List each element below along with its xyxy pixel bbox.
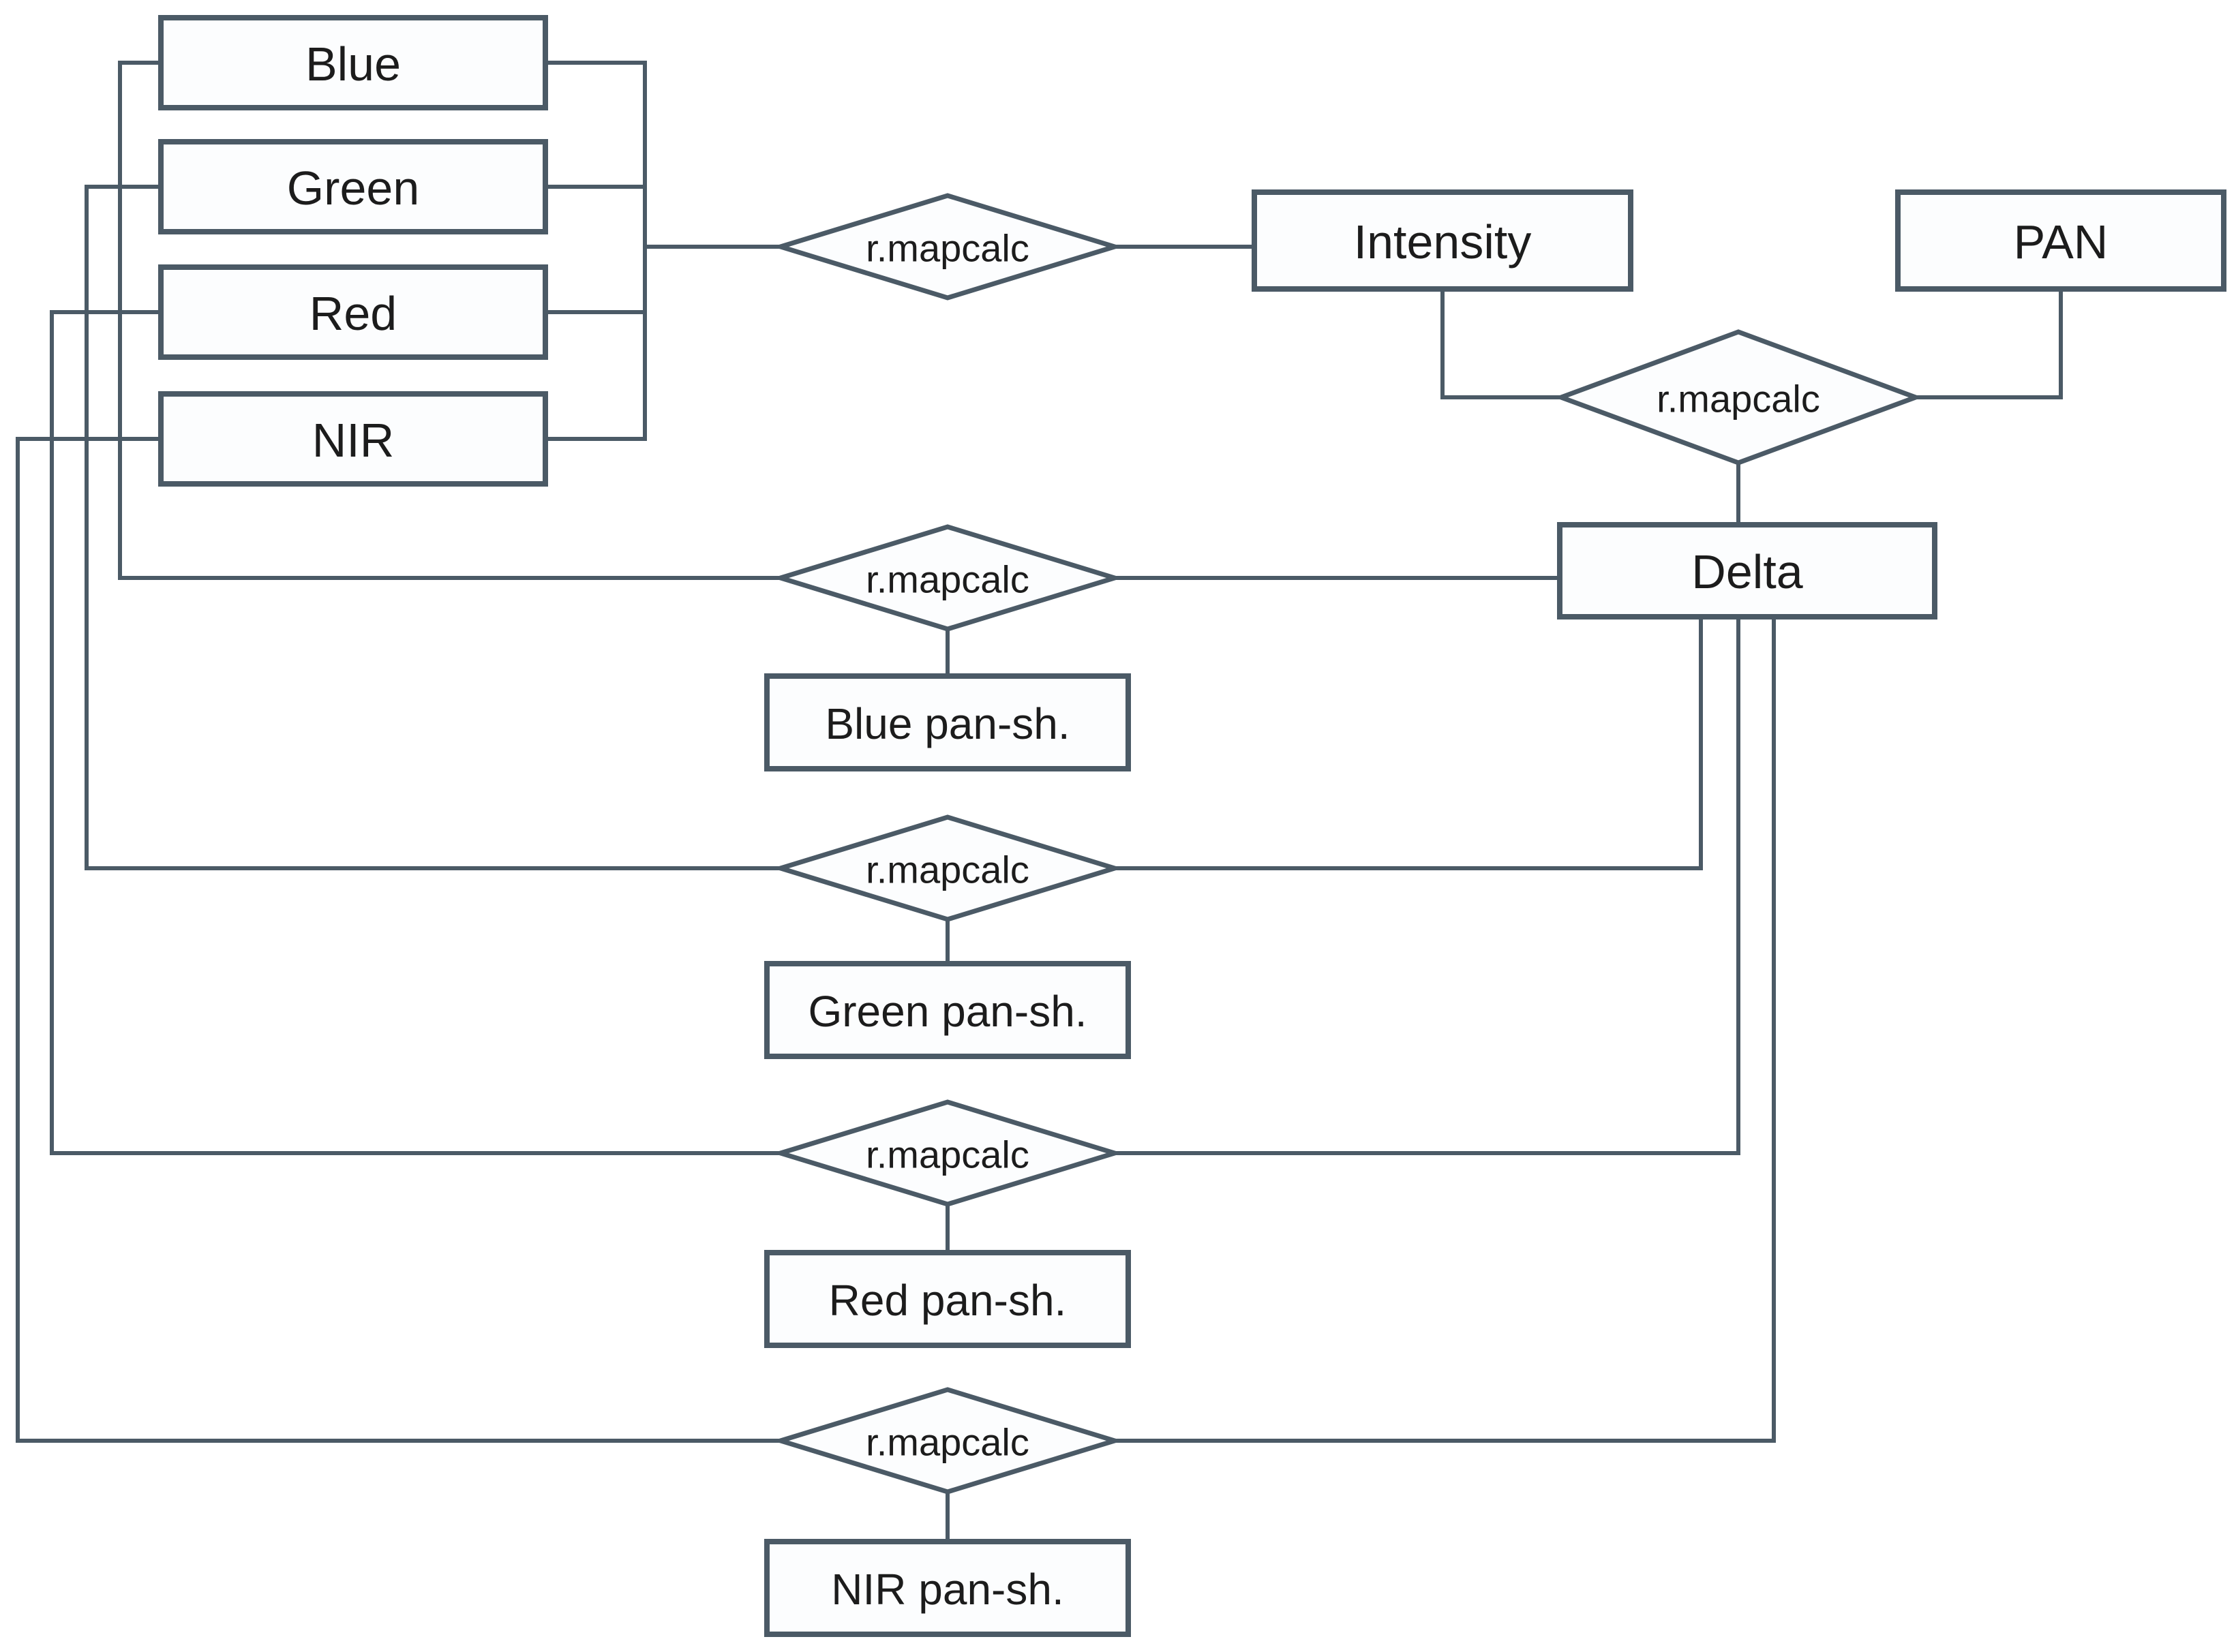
- green-mapcalc-shape: [772, 814, 1123, 922]
- green-box: Green: [158, 139, 548, 234]
- intensity-to-delta-mapcalc: [1440, 287, 1563, 399]
- red-mapcalc-diamond: r.mapcalc: [772, 1099, 1123, 1207]
- nir-box: NIR: [158, 391, 548, 487]
- red-output-shape: [764, 1250, 1131, 1348]
- delta-box: Delta: [1557, 522, 1937, 620]
- delta-to-red-row: [1113, 615, 1740, 1155]
- green-box-shape: [158, 139, 548, 234]
- delta-box-shape: [1557, 522, 1937, 620]
- connectors: [16, 61, 2063, 1544]
- blue-output-shape: [764, 673, 1131, 771]
- red-mapcalc-shape: [772, 1099, 1123, 1207]
- pan-to-delta-mapcalc: [1914, 287, 2063, 399]
- green-mapcalc-diamond: r.mapcalc: [772, 814, 1123, 922]
- delta-to-green-row: [1113, 615, 1703, 870]
- red-output-label: Red pan-sh.: [829, 1276, 1067, 1325]
- nir-output-box: NIR pan-sh.: [764, 1539, 1131, 1637]
- nir-output-shape: [764, 1539, 1131, 1637]
- delta-mapcalc-label: r.mapcalc: [1657, 378, 1820, 420]
- blue-mapcalc-shape: [772, 524, 1123, 632]
- pan-box-shape: [1895, 189, 2226, 292]
- pan-box-label: PAN: [2014, 215, 2109, 269]
- green-output-box: Green pan-sh.: [764, 961, 1131, 1059]
- green-to-green-row: [85, 185, 783, 870]
- red-box-label: Red: [309, 287, 397, 340]
- nir-output-label: NIR pan-sh.: [831, 1565, 1063, 1614]
- green-mapcalc-label: r.mapcalc: [866, 848, 1029, 891]
- green-box-label: Green: [287, 162, 420, 215]
- blue-to-blue-row: [118, 61, 783, 580]
- intensity-mapcalc-diamond: r.mapcalc: [772, 193, 1123, 301]
- delta-mapcalc-diamond: r.mapcalc: [1554, 329, 1923, 465]
- red-output-box: Red pan-sh.: [764, 1250, 1131, 1348]
- delta-box-label: Delta: [1691, 545, 1802, 598]
- green-output-label: Green pan-sh.: [808, 987, 1087, 1036]
- intensity-box-shape: [1252, 189, 1633, 292]
- pan-box: PAN: [1895, 189, 2226, 292]
- nir-to-nir-row: [16, 437, 783, 1443]
- intensity-mapcalc-shape: [772, 193, 1123, 301]
- intensity-box: Intensity: [1252, 189, 1633, 292]
- red-to-red-row: [50, 310, 783, 1155]
- nir-mapcalc-diamond: r.mapcalc: [772, 1387, 1123, 1495]
- blue-mapcalc-label: r.mapcalc: [866, 558, 1029, 601]
- intensity-mapcalc-label: r.mapcalc: [866, 227, 1029, 270]
- red-box: Red: [158, 264, 548, 360]
- nir-mapcalc-shape: [772, 1387, 1123, 1495]
- blue-box-shape: [158, 15, 548, 110]
- red-box-shape: [158, 264, 548, 360]
- blue-box-label: Blue: [305, 37, 401, 91]
- intensity-box-label: Intensity: [1354, 215, 1532, 269]
- nir-mapcalc-label: r.mapcalc: [866, 1421, 1029, 1464]
- blue-mapcalc-diamond: r.mapcalc: [772, 524, 1123, 632]
- delta-to-nir-row: [1113, 615, 1776, 1443]
- blue-box: Blue: [158, 15, 548, 110]
- nir-box-shape: [158, 391, 548, 487]
- red-mapcalc-label: r.mapcalc: [866, 1133, 1029, 1176]
- green-output-shape: [764, 961, 1131, 1059]
- blue-output-label: Blue pan-sh.: [825, 699, 1070, 748]
- nir-box-label: NIR: [312, 414, 395, 467]
- blue-output-box: Blue pan-sh.: [764, 673, 1131, 771]
- delta-mapcalc-shape: [1554, 329, 1923, 465]
